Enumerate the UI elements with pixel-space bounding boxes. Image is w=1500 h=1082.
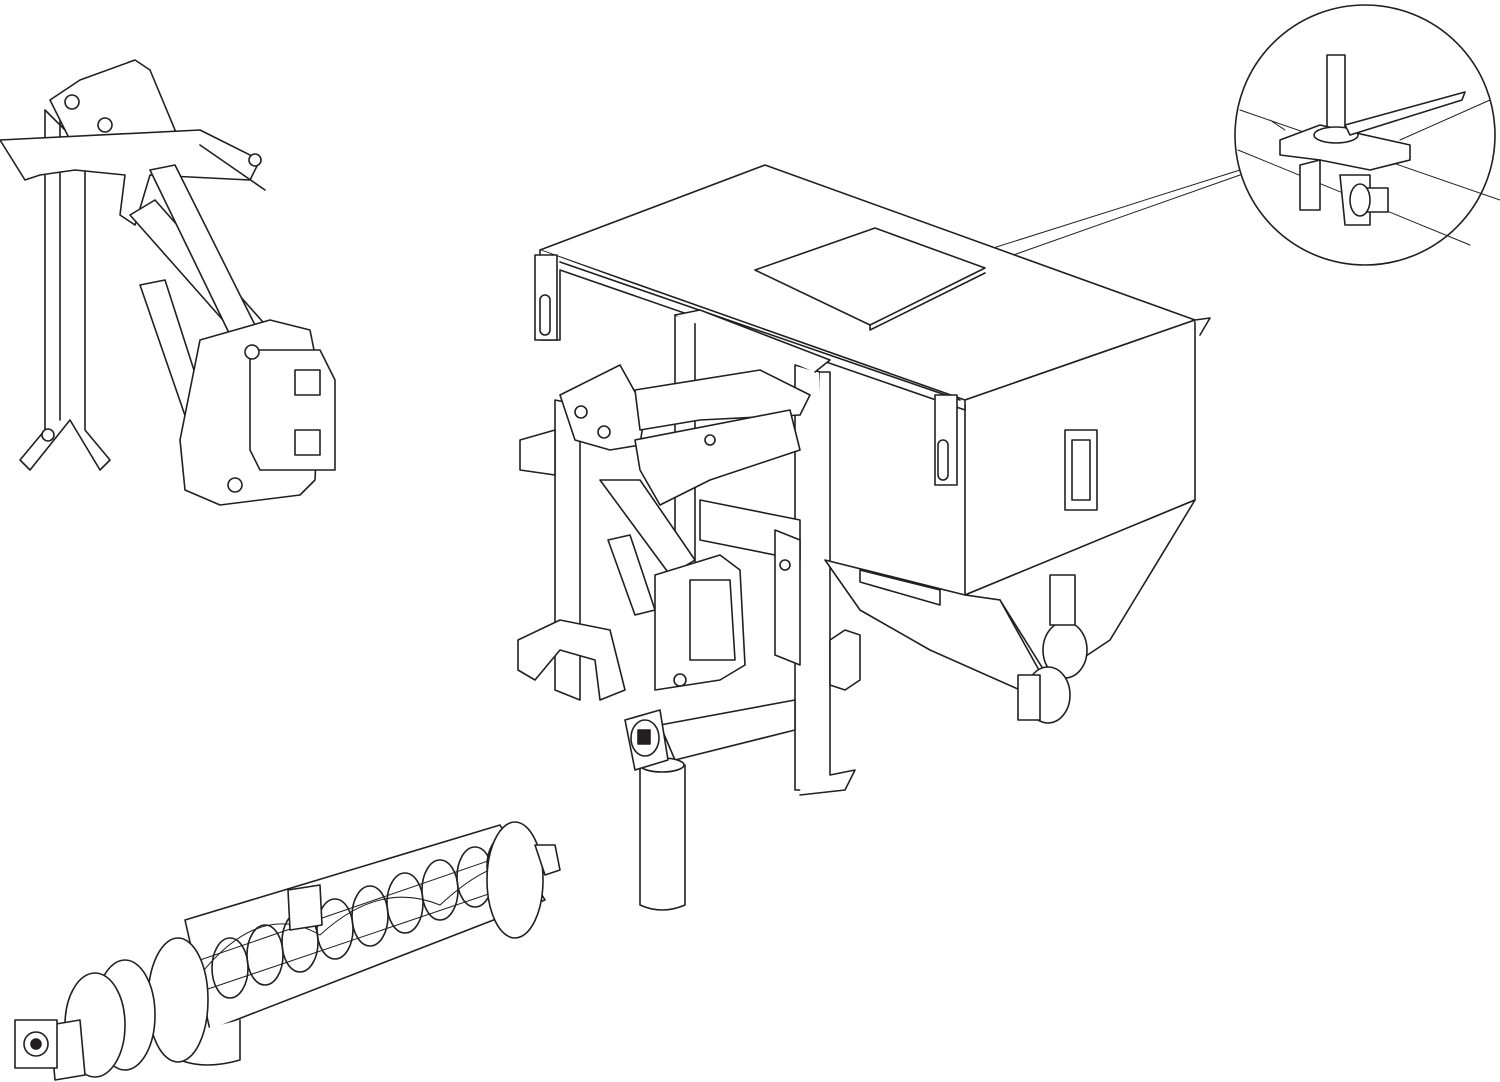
detail-callout (823, 4, 1500, 319)
auger-exploded (14, 821, 561, 1081)
discharge-pipe (624, 699, 796, 911)
hitch-arm-assembly (0, 59, 336, 506)
hopper (517, 164, 1211, 796)
